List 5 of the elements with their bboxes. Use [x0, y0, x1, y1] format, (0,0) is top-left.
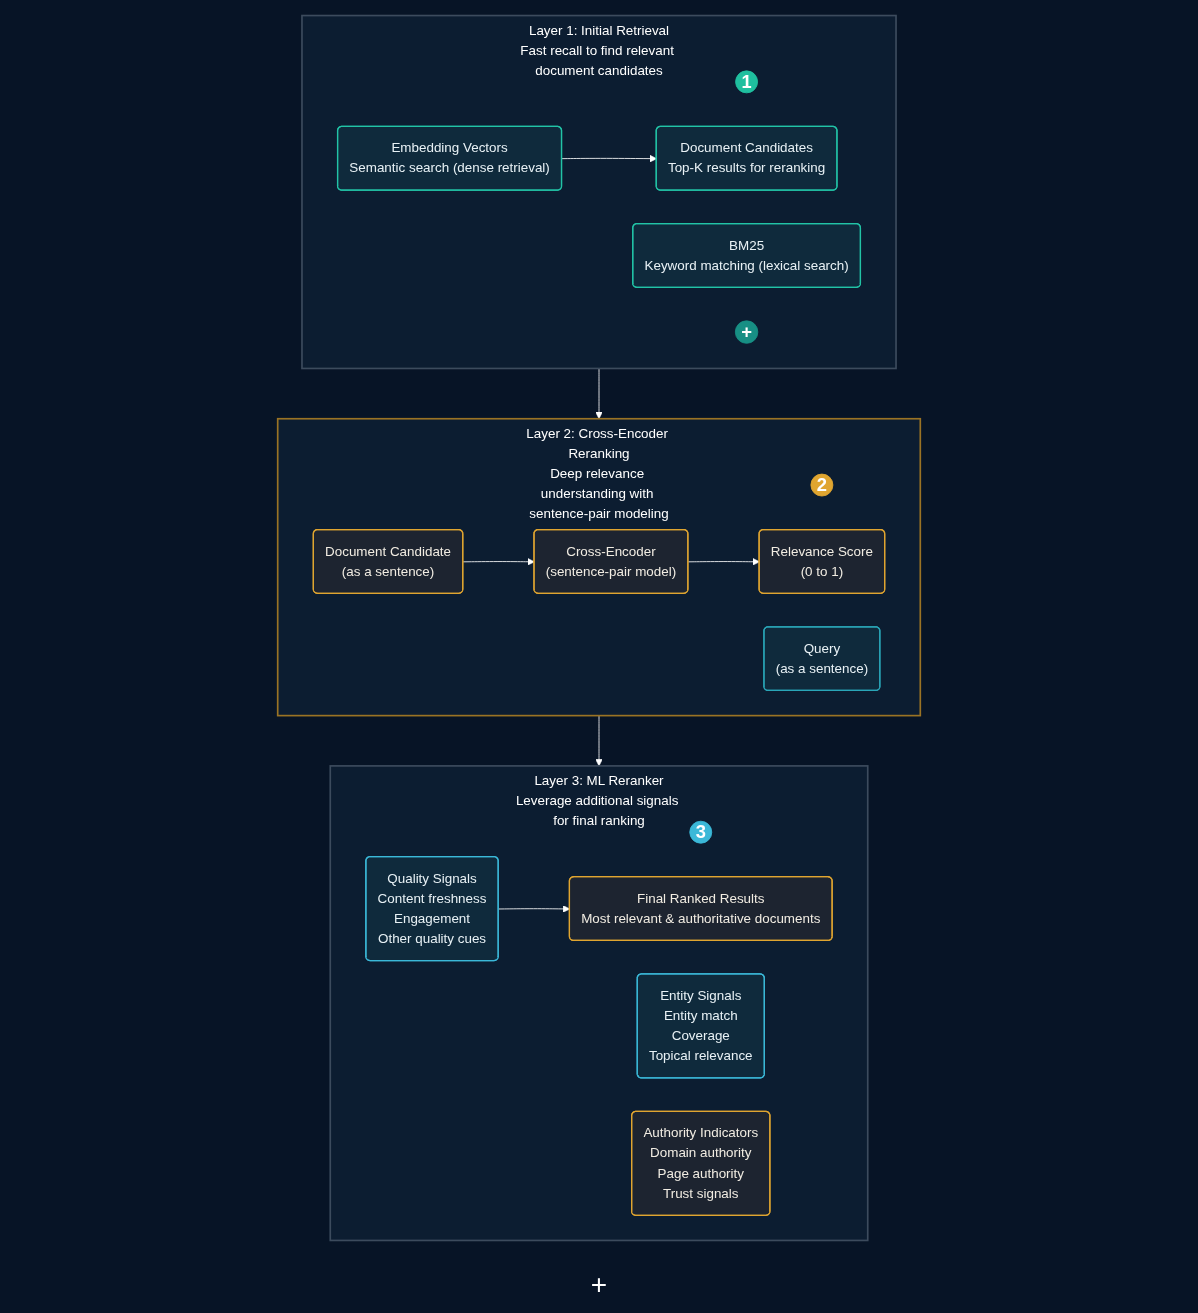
node-circle: 3: [689, 820, 713, 844]
node-circle: 2: [810, 473, 834, 497]
plus-sign: +: [589, 1269, 609, 1301]
node-circle: +: [734, 320, 759, 344]
node-circle: 1: [735, 70, 758, 94]
